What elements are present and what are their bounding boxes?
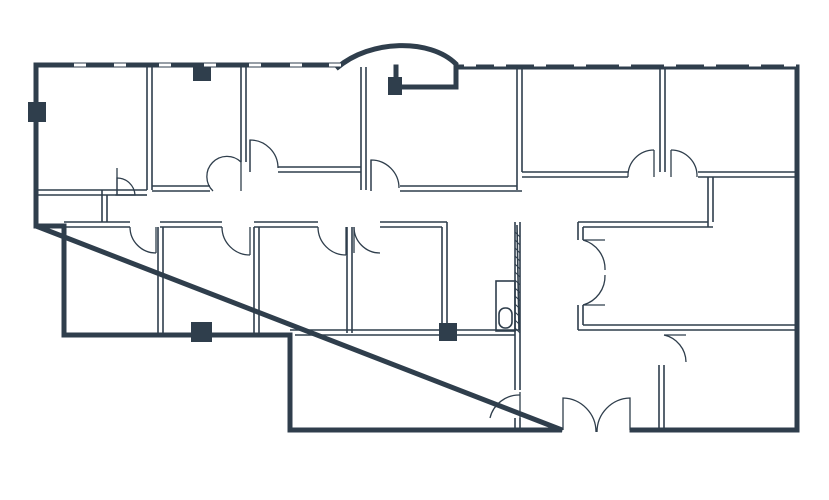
wall-hatch-line: [514, 255, 521, 262]
wall-hatch-line: [514, 271, 521, 278]
door-swing-icon: [562, 397, 597, 433]
partition-office-2-east: [240, 67, 247, 162]
wall-hatch-line: [514, 263, 521, 270]
door-swing-icon: [353, 226, 381, 254]
corridor-south-wall-3: [254, 221, 318, 228]
southeast-room-wall: [658, 365, 665, 428]
lower-offices-south-wall: [290, 329, 447, 336]
toilet-icon: [498, 307, 513, 329]
structural-column-icon: [439, 323, 457, 341]
partition-lower-1: [157, 227, 164, 333]
wall-hatch-line: [514, 287, 521, 294]
east-room-south-wall: [578, 324, 795, 331]
corridor-north-wall-mid2: [278, 166, 361, 173]
corridor-north-wall-right: [698, 171, 795, 178]
wall-hatch-line: [514, 303, 521, 310]
door-swing-icon: [221, 226, 251, 256]
east-room-west-wall: [577, 222, 584, 240]
exterior-wall-outline: [33, 62, 800, 433]
corridor-north-wall-far-east: [522, 171, 628, 178]
wall-hatch-line: [514, 247, 521, 254]
corridor-south-wall-2: [160, 221, 222, 228]
corridor-south-wall-4: [380, 221, 447, 228]
partition-office-1-east: [146, 67, 153, 190]
door-swing-icon: [206, 155, 242, 192]
door-swing-icon: [582, 239, 606, 271]
east-corridor-south: [578, 221, 713, 228]
wall-hatch-line: [514, 279, 521, 286]
wall-hatch-line: [514, 295, 521, 302]
wall-hatch-line: [514, 311, 521, 318]
corridor-south-wall: [64, 221, 130, 228]
door-swing-icon: [596, 397, 631, 433]
structural-column-icon: [388, 77, 402, 95]
structural-column-icon: [193, 67, 211, 81]
door-swing-icon: [116, 177, 136, 196]
partition-lower-2: [253, 227, 260, 333]
door-swing-icon: [663, 334, 687, 363]
doors: [115, 139, 698, 433]
exterior-walls: [33, 43, 800, 433]
columns: [28, 67, 457, 342]
structural-column-icon: [28, 102, 46, 122]
reception-north-wall: [447, 329, 520, 336]
east-corridor-wall: [707, 177, 714, 227]
central-wall-lower: [514, 418, 521, 428]
door-swing-icon: [489, 394, 521, 419]
door-swing-icon: [370, 159, 400, 191]
partition-office-5-east: [659, 67, 666, 172]
door-swing-icon: [670, 149, 698, 178]
wall-hatch-line: [514, 327, 521, 334]
corridor-north-wall-west: [38, 189, 147, 196]
east-room-west-wall-2: [577, 305, 584, 330]
north-bay-wall: [334, 43, 459, 90]
wall-hatch-line: [514, 239, 521, 246]
restroom: [495, 224, 521, 334]
wall-hatch-line: [514, 319, 521, 326]
door-swing-icon: [249, 139, 279, 172]
partition-lower-3: [346, 227, 353, 333]
partition-office-4-east: [516, 67, 523, 190]
structural-column-icon: [191, 322, 212, 342]
door-swing-icon: [129, 226, 157, 254]
door-swing-icon: [627, 149, 655, 178]
wall-hatch-line: [514, 231, 521, 238]
partition-lower-4: [441, 222, 448, 333]
corridor-north-wall-east: [400, 185, 522, 192]
corridor-north-wall-mid: [152, 185, 210, 192]
restroom-enclosure: [495, 280, 516, 332]
interior-walls: [38, 67, 795, 428]
corridor-west-stub: [101, 190, 108, 222]
partition-office-3-east: [360, 67, 367, 190]
door-swing-icon: [317, 226, 347, 256]
door-swing-icon: [582, 274, 606, 306]
